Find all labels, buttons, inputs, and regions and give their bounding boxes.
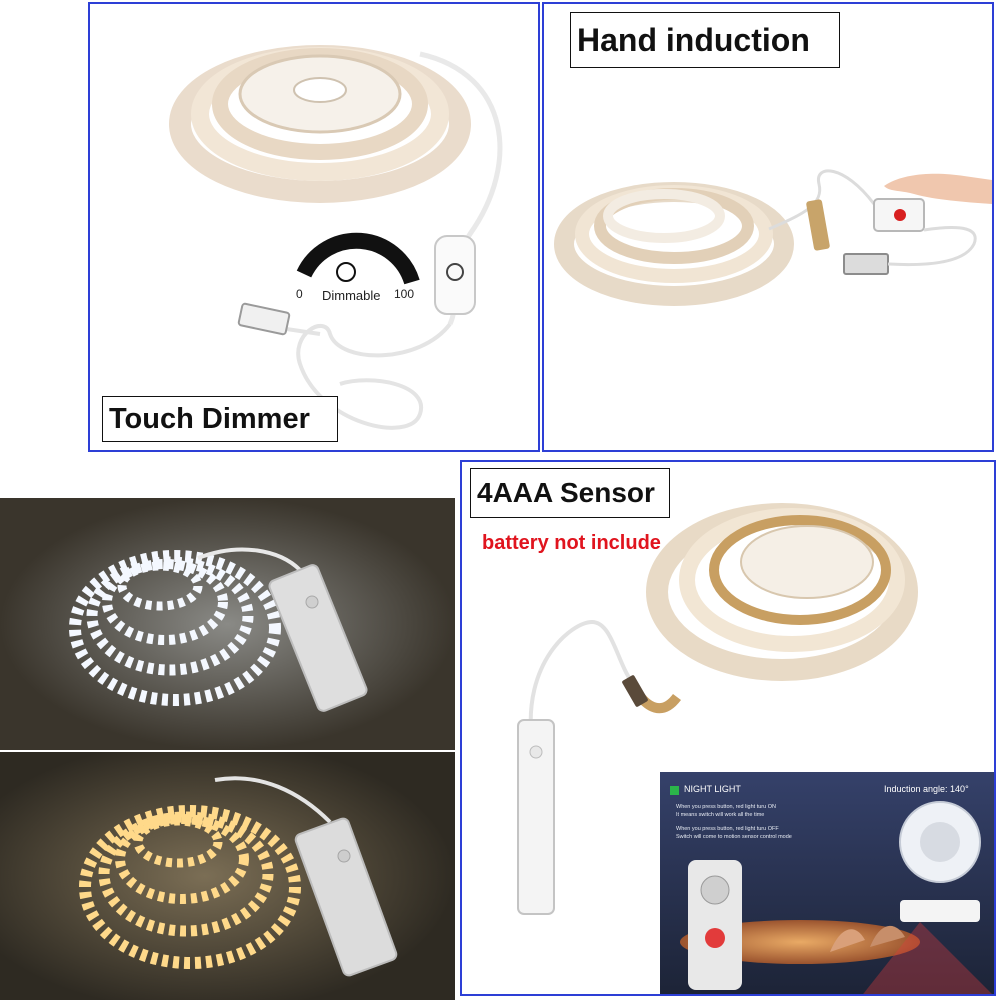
induction-angle-label: Induction angle: 140° [884,784,969,794]
sensor-label: 4AAA Sensor [470,468,670,518]
touch-dimmer-label: Touch Dimmer [102,396,338,442]
hand-induction-panel: Hand induction [542,2,994,452]
dial-max-label: 100 [394,287,415,301]
cool-white-strip-graphic [0,498,455,750]
warm-white-strip-graphic [0,752,455,1000]
warm-white-strip-photo [0,752,455,1000]
inset-line-3: When you press button, red light turu OF… [676,826,779,832]
led-strip-reel-illustration [169,45,503,430]
dial-dimmable-label: Dimmable [322,288,381,303]
night-light-scene [660,772,994,994]
battery-note: battery not include [482,532,661,554]
inset-line-4: Switch will come to motion sensor contro… [676,834,792,840]
night-light-inset: NIGHT LIGHT Induction angle: 140° When y… [660,772,994,994]
night-light-title: NIGHT LIGHT [684,784,741,794]
dial-min-label: 0 [296,287,303,301]
touch-dimmer-panel: 0 Dimmable 100 Touch Dimmer [88,2,540,452]
hand-sensor-illustration [554,169,992,306]
battery-sensor-illustration [517,503,918,915]
inset-line-1: When you press button, red light turu ON [676,804,776,810]
cool-white-strip-photo [0,498,455,750]
inset-line-2: It means switch will work all the time [676,812,765,818]
sensor-panel: 4AAA Sensor battery not include [460,460,996,996]
hand-induction-label: Hand induction [570,12,840,68]
